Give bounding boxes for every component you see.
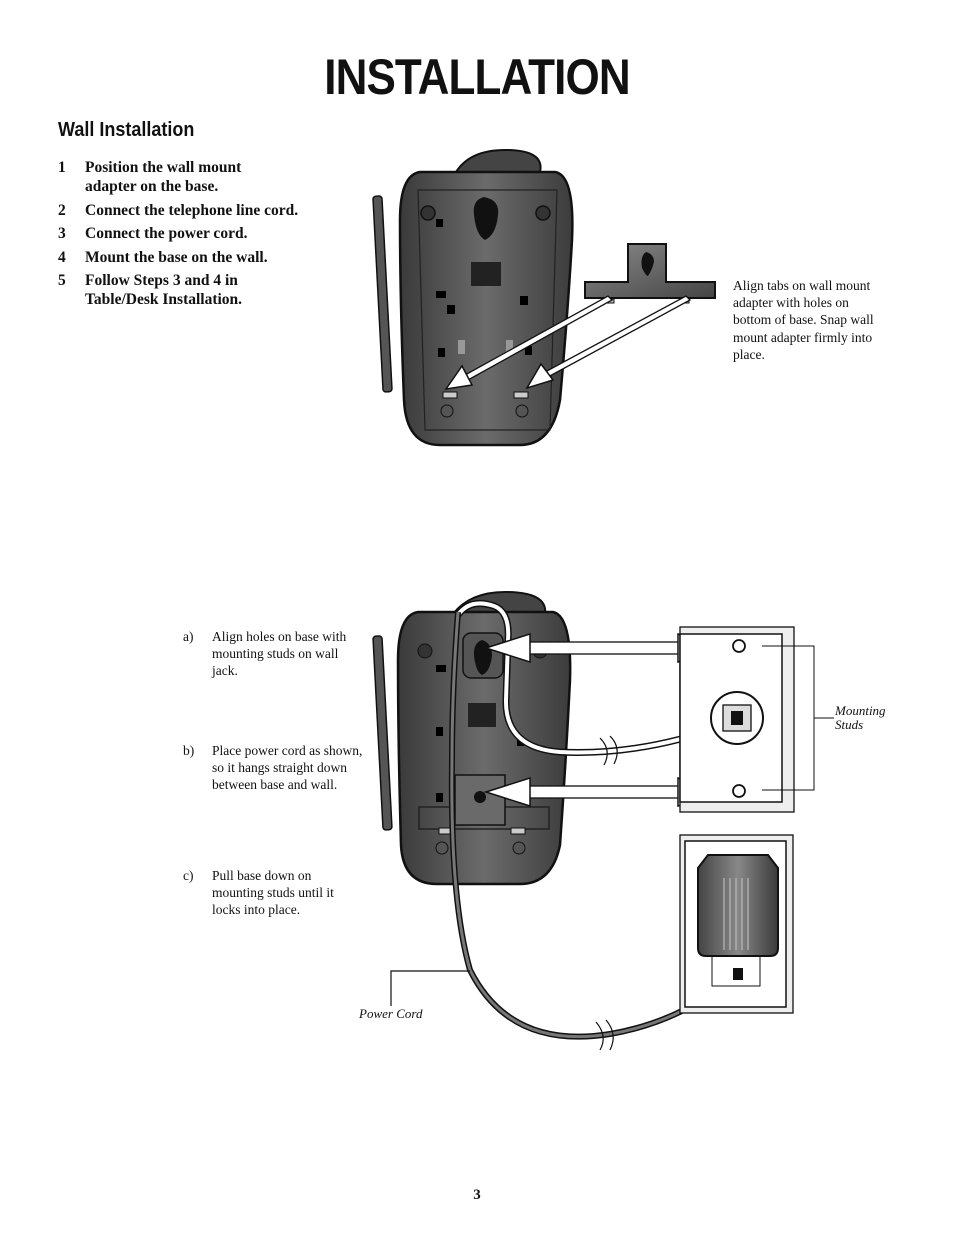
- arrow-icon: [444, 295, 692, 391]
- power-outlet: [679, 834, 794, 1014]
- step-text: Connect the power cord.: [85, 225, 248, 242]
- list-item: 2 Connect the telephone line cord.: [58, 201, 358, 220]
- substep-text: Align holes on base with mounting studs …: [212, 629, 347, 679]
- section-title: Wall Installation: [58, 119, 195, 141]
- list-item: 5 Follow Steps 3 and 4 in Table/Desk Inst…: [58, 271, 358, 309]
- substep-a: a) Align holes on base with mounting stu…: [183, 628, 358, 680]
- page-title: INSTALLATION: [324, 49, 630, 105]
- power-cord-label: Power Cord: [359, 1006, 423, 1021]
- page-number: 3: [473, 1187, 481, 1203]
- substep-b: b) Place power cord as shown, so it hang…: [183, 742, 363, 794]
- step-text: Position the wall mount adapter on the b…: [85, 159, 242, 195]
- wall-mount-adapter: [584, 243, 716, 304]
- step-number: 2: [58, 201, 66, 219]
- substep-letter: c): [183, 868, 194, 883]
- step-number: 4: [58, 248, 66, 266]
- wall-jack-plate: [679, 626, 834, 813]
- list-item: 4 Mount the base on the wall.: [58, 248, 358, 267]
- substep-c: c) Pull base down on mounting studs unti…: [183, 867, 358, 919]
- step-text: Follow Steps 3 and 4 in Table/Desk Insta…: [85, 272, 243, 308]
- steps-list: 1 Position the wall mount adapter on the …: [58, 158, 358, 314]
- substep-letter: a): [183, 629, 194, 644]
- adapter-caption: Align tabs on wall mount adapter with ho…: [733, 278, 874, 362]
- base-unit-top: [372, 148, 574, 447]
- step-text: Mount the base on the wall.: [85, 248, 268, 266]
- mounting-studs-label: Mounting Studs: [835, 703, 886, 732]
- substep-text: Place power cord as shown, so it hangs s…: [212, 743, 363, 793]
- list-item: 1 Position the wall mount adapter on the …: [58, 158, 358, 196]
- step-text: Connect the telephone line cord.: [85, 201, 299, 219]
- step-number: 1: [58, 159, 66, 176]
- base-unit-mounted: [372, 590, 572, 886]
- list-item: 3 Connect the power cord.: [58, 224, 358, 243]
- substep-text: Pull base down on mounting studs until i…: [212, 868, 334, 918]
- step-number: 3: [58, 225, 66, 242]
- substep-letter: b): [183, 743, 195, 758]
- step-number: 5: [58, 272, 66, 289]
